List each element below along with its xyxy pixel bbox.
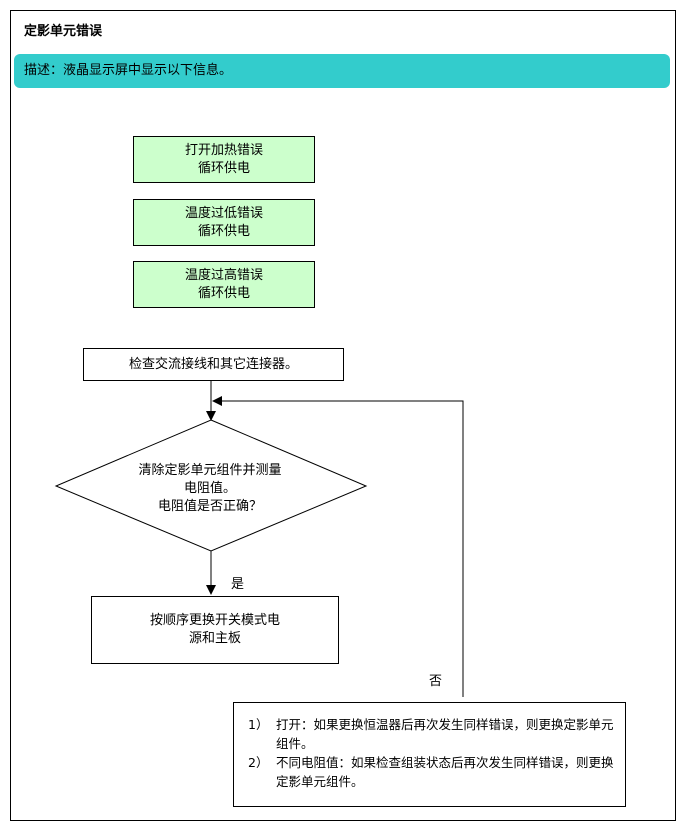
- error-action: 循环供电: [197, 160, 250, 176]
- decision-text: 清除定影单元组件并测量 电阻值。 电阻值是否正确？: [120, 462, 300, 516]
- error-name: 温度过高错误: [184, 267, 263, 283]
- no-label: 否: [429, 674, 443, 689]
- error-box-high-temp: 温度过高错误 循环供电: [133, 261, 315, 308]
- decision-line: 电阻值是否正确？: [157, 499, 262, 514]
- yes-action-line: 按顺序更换开关模式电: [149, 613, 280, 628]
- yes-action-box: 按顺序更换开关模式电 源和主板: [91, 596, 339, 664]
- note-number: 2）: [248, 755, 269, 770]
- yes-action-line: 源和主板: [188, 631, 241, 646]
- error-box-open-heating: 打开加热错误 循环供电: [133, 136, 315, 183]
- decision-line: 清除定影单元组件并测量: [138, 463, 282, 478]
- error-name: 打开加热错误: [184, 142, 263, 158]
- note-text: 打开：如果更换恒温器后再次发生同样错误，则更换定影单元组件。: [276, 717, 614, 751]
- check-step-box: 检查交流接线和其它连接器。: [83, 348, 344, 381]
- page-title: 定影单元错误: [24, 24, 103, 39]
- decision-line: 电阻值。: [183, 481, 236, 496]
- arrow-no-loop: [212, 396, 464, 697]
- page-frame: [10, 10, 676, 821]
- yes-label: 是: [231, 577, 245, 592]
- error-box-low-temp: 温度过低错误 循环供电: [133, 199, 315, 246]
- description-text: 描述：液晶显示屏中显示以下信息。: [24, 63, 233, 78]
- error-name: 温度过低错误: [184, 205, 263, 221]
- note-number: 1）: [248, 717, 269, 732]
- note-text: 不同电阻值：如果检查组装状态后再次发生同样错误，则更换定影单元组件。: [276, 755, 614, 789]
- error-action: 循环供电: [197, 223, 250, 239]
- check-step-text: 检查交流接线和其它连接器。: [128, 356, 298, 372]
- notes-box: 1） 打开：如果更换恒温器后再次发生同样错误，则更换定影单元组件。 2） 不同电…: [233, 702, 626, 807]
- note-item: 2） 不同电阻值：如果检查组装状态后再次发生同样错误，则更换定影单元组件。: [248, 753, 617, 791]
- description-bar: 描述：液晶显示屏中显示以下信息。: [14, 54, 670, 88]
- error-action: 循环供电: [197, 285, 250, 301]
- note-item: 1） 打开：如果更换恒温器后再次发生同样错误，则更换定影单元组件。: [248, 715, 617, 753]
